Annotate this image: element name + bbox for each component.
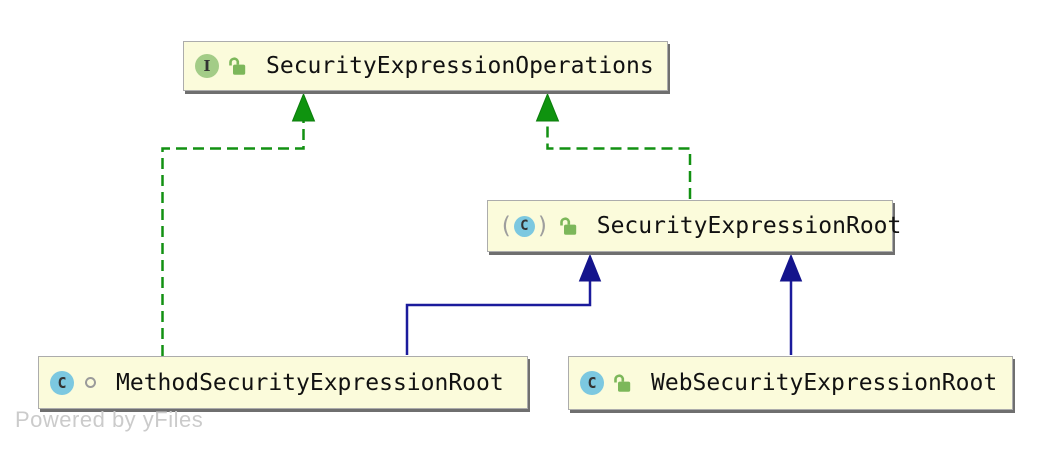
abstract-paren-close: ) [535,213,550,239]
class-icon: C [513,215,535,237]
node-icons: ( C ) [499,214,577,238]
realization-arrowhead [535,92,560,122]
edge-realization-root-to-operations[interactable] [535,92,692,199]
node-label: WebSecurityExpressionRoot [651,370,998,396]
generalization-arrowhead [578,253,602,282]
node-method-security-expression-root[interactable]: C MethodSecurityExpressionRoot [38,356,528,409]
node-label: SecurityExpressionOperations [266,53,654,79]
abstract-paren-open: ( [499,213,513,239]
node-icons: I [195,54,246,78]
yfiles-watermark: Powered by yFiles [15,407,204,432]
generalization-arrowhead [779,253,803,282]
node-label: SecurityExpressionRoot [596,213,902,239]
node-security-expression-operations[interactable]: I SecurityExpressionOperations [183,41,668,91]
class-icon: C [50,370,74,395]
edge-generalization-web-to-root[interactable] [779,253,803,355]
package-local-icon [85,377,96,388]
node-security-expression-root[interactable]: ( C ) SecurityExpressionRoot [487,200,901,252]
edge-generalization-method-to-root[interactable] [405,253,602,355]
node-icons: C [580,371,631,395]
interface-icon: I [195,54,219,78]
realization-arrowhead [291,92,316,122]
node-web-security-expression-root[interactable]: C WebSecurityExpressionRoot [568,356,1013,410]
node-label: MethodSecurityExpressionRoot [116,369,504,396]
unlocked-icon [614,374,631,392]
abstract-class-icon: ( C ) [499,214,550,238]
node-icons: C [50,370,96,395]
class-icon: C [580,371,604,395]
unlocked-icon [229,57,246,75]
edge-realization-method-to-operations[interactable] [161,92,316,356]
unlocked-icon [559,217,576,235]
